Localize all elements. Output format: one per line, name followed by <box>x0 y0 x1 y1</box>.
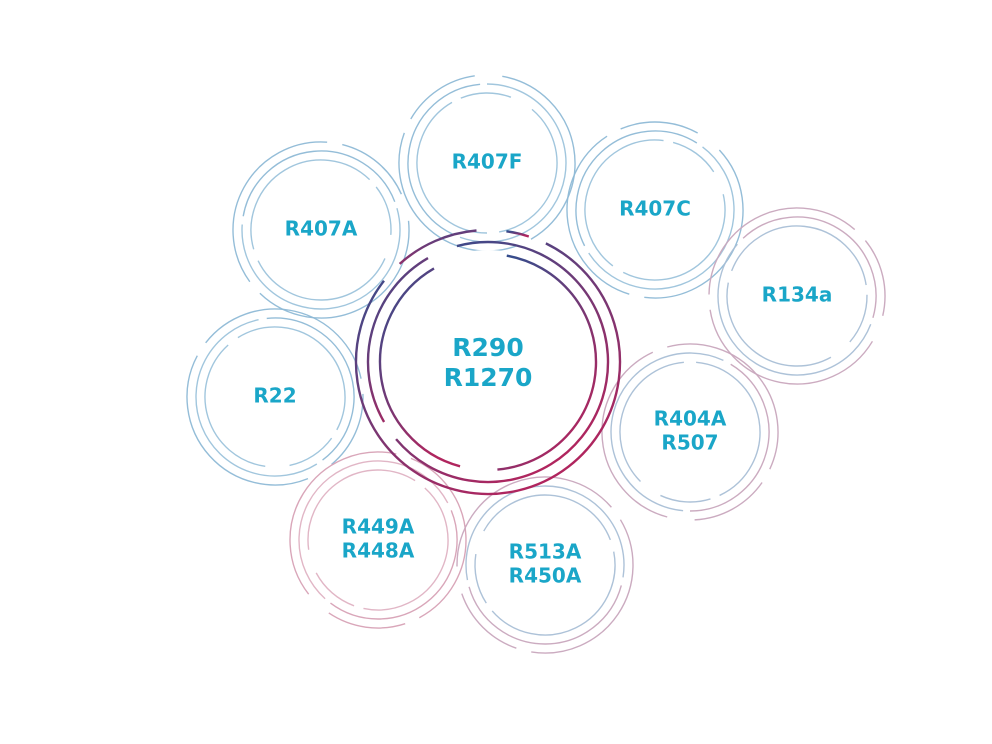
node-ring-middle <box>330 510 458 620</box>
node-ring-outer <box>566 135 630 295</box>
node-ring-inner <box>849 294 868 343</box>
center-ring-outer <box>506 230 530 238</box>
node-ring-outer <box>456 476 612 567</box>
node-ring-outer <box>620 121 698 134</box>
node-ring-middle <box>588 146 735 290</box>
node-ring-outer <box>531 519 634 654</box>
node-r513a-r450a-label: R513A <box>509 540 582 564</box>
node-r407a-label: R407A <box>285 217 358 241</box>
node-r449a-r448a <box>289 451 467 629</box>
node-r404a-r507-label: R404A <box>654 407 727 431</box>
node-r404a-r507-label: R507 <box>661 431 718 455</box>
node-r22-label: R22 <box>253 384 296 408</box>
center-node <box>354 229 622 496</box>
node-r22 <box>186 308 364 486</box>
node-ring-outer <box>205 308 362 379</box>
node-ring-middle <box>575 130 698 247</box>
node-ring-middle <box>241 208 401 310</box>
node-ring-outer <box>694 482 763 521</box>
node-ring-outer <box>410 457 467 619</box>
center-ring-middle <box>366 257 429 423</box>
node-ring-inner <box>315 572 355 607</box>
node-ring-inner <box>375 186 392 235</box>
node-ring-middle <box>610 352 724 512</box>
node-ring-middle <box>468 585 622 645</box>
node-ring-inner <box>416 101 488 234</box>
node-ring-outer <box>644 149 744 299</box>
node-r407a <box>232 141 410 319</box>
node-ring-inner <box>584 139 664 267</box>
node-ring-inner <box>726 282 832 367</box>
node-r513a-r450a-label: R450A <box>509 564 582 588</box>
node-ring-outer <box>601 351 668 518</box>
node-ring-middle <box>742 216 877 318</box>
center-node-label: R290 <box>452 333 523 362</box>
node-ring-outer <box>328 612 406 629</box>
node-ring-inner <box>622 194 726 281</box>
node-ring-middle <box>298 460 449 600</box>
node-ring-outer <box>667 343 779 470</box>
node-r449a-r448a-label: R449A <box>342 515 415 539</box>
node-r134a-label: R134a <box>762 283 833 307</box>
node-ring-outer <box>461 593 517 649</box>
node-ring-outer <box>708 207 856 295</box>
node-ring-outer <box>342 143 403 195</box>
node-r407c-label: R407C <box>619 197 691 221</box>
node-ring-inner <box>250 159 371 250</box>
node-ring-inner <box>672 141 715 173</box>
center-node-label: R1270 <box>444 363 533 392</box>
node-ring-inner <box>204 344 266 468</box>
center-ring-outer <box>354 242 622 496</box>
node-ring-middle <box>266 317 355 461</box>
node-r404a-r507 <box>601 343 779 521</box>
node-ring-inner <box>696 361 761 497</box>
node-ring-inner <box>474 553 487 604</box>
node-ring-middle <box>195 319 318 477</box>
node-ring-inner <box>237 326 346 431</box>
node-ring-middle <box>407 83 481 235</box>
node-ring-inner <box>483 494 612 541</box>
node-ring-middle <box>242 150 396 217</box>
center-ring-inner <box>378 267 461 468</box>
node-ring-inner <box>257 258 386 301</box>
node-ring-inner <box>289 437 333 467</box>
node-ring-outer <box>232 141 328 283</box>
node-r449a-r448a-label: R448A <box>342 539 415 563</box>
node-ring-outer <box>502 75 576 240</box>
node-ring-outer <box>410 75 475 120</box>
node-ring-middle <box>459 83 567 243</box>
node-ring-outer <box>709 309 874 385</box>
node-ring-outer <box>864 240 886 316</box>
node-ring-middle <box>465 485 625 581</box>
node-ring-outer <box>289 451 397 595</box>
node-ring-outer <box>186 355 309 486</box>
node-ring-inner <box>307 469 416 550</box>
node-ring-inner <box>730 225 867 286</box>
node-r134a <box>708 207 886 385</box>
center-ring-inner <box>497 254 598 471</box>
center-ring-middle <box>395 240 610 484</box>
node-ring-outer <box>259 220 410 319</box>
node-ring-inner <box>491 551 616 636</box>
node-ring-inner <box>499 108 558 233</box>
center-ring-outer <box>398 229 477 265</box>
node-ring-middle <box>689 363 770 512</box>
node-ring-inner <box>660 494 711 503</box>
node-ring-inner <box>363 487 449 611</box>
node-r407f-label: R407F <box>452 150 523 174</box>
node-ring-inner <box>619 361 684 482</box>
center-node-fill <box>376 250 600 474</box>
node-ring-inner <box>460 92 512 99</box>
node-r513a-r450a <box>456 476 634 654</box>
node-ring-middle <box>717 243 872 376</box>
